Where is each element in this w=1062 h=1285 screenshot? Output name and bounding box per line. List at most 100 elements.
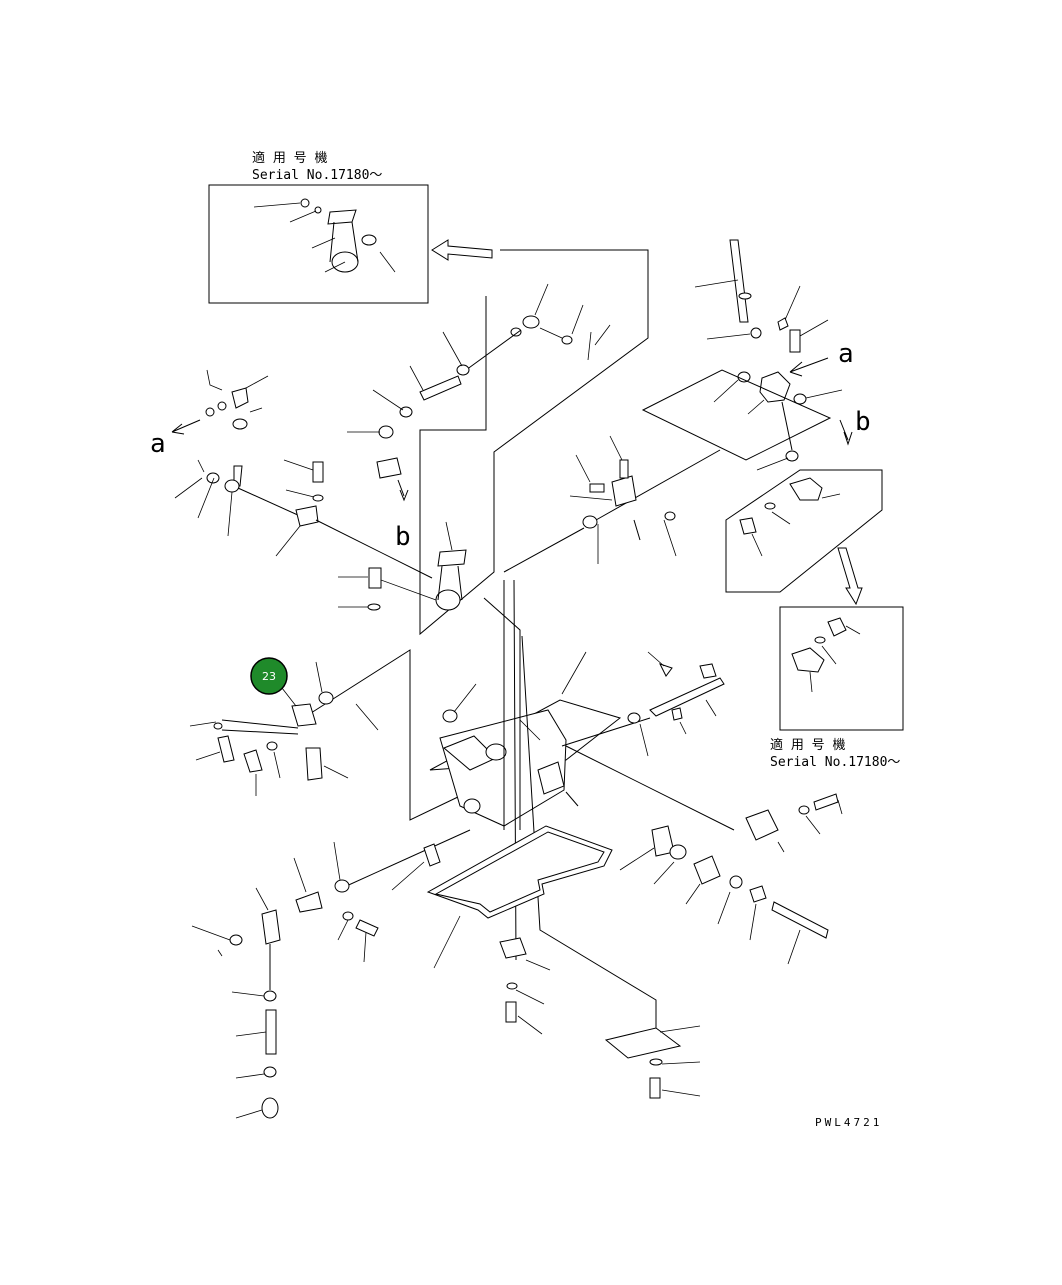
left-clevis xyxy=(295,505,319,527)
bracket-boss xyxy=(435,589,461,611)
inset-top-left-caption-serial: Serial No.17180～ xyxy=(252,168,382,183)
control-box-bearing-right xyxy=(537,761,565,795)
shift-lever-bushing xyxy=(750,327,762,339)
inset-top-left: 適 用 号 機 Serial No.17180～ xyxy=(208,150,429,304)
upper-right-leaders xyxy=(539,304,611,361)
callout-23-marker[interactable] xyxy=(250,657,288,695)
box-lever-knuckle xyxy=(699,663,717,679)
drawing-reference: PWL4721 xyxy=(815,1116,882,1129)
left-washer-1 xyxy=(205,407,215,417)
left-linkage: a xyxy=(150,369,433,579)
detail-b-down-arrow xyxy=(837,547,863,606)
control-box-bearing-left xyxy=(463,798,481,814)
left-mid-washer xyxy=(266,741,278,751)
lower-left-bushing xyxy=(334,879,350,893)
inset-leader-lines xyxy=(253,202,396,273)
box-lever-leaders xyxy=(647,651,717,735)
lower-center-hardware xyxy=(499,937,551,1035)
right-lower-joint xyxy=(749,885,767,903)
lever-bracket-left xyxy=(338,521,467,611)
center-upper-rod xyxy=(595,449,721,521)
gasket-outline xyxy=(426,825,613,919)
bracket-bolt-leaders xyxy=(338,576,368,608)
inset-nut-part xyxy=(300,198,310,208)
left-upper-leaders xyxy=(206,369,269,391)
rod-end-upper xyxy=(522,315,540,329)
shift-lower-bushing xyxy=(785,450,799,462)
vertical-cable-right xyxy=(483,597,521,830)
box-lever-long-rod xyxy=(565,745,735,831)
marker-b-left-arrow xyxy=(397,479,409,502)
left-lower-leaders xyxy=(174,407,263,537)
detail-b-bracket xyxy=(789,477,823,501)
marker-b-right-arrow xyxy=(839,419,853,446)
inset-right: 適 用 号 機 Serial No.17180～ xyxy=(770,606,904,770)
bottom-plate xyxy=(604,1027,682,1059)
left-mid-rod xyxy=(221,719,299,735)
left-washer-2 xyxy=(217,401,227,411)
rod-nut-lower xyxy=(399,406,413,418)
upper-nut-right xyxy=(561,335,573,345)
detail-frame-b-outline xyxy=(725,469,883,593)
shift-bushing-left xyxy=(737,371,751,383)
left-mid-leaders xyxy=(315,661,379,731)
lower-left-part-leaders xyxy=(293,857,367,963)
inset-plate-part xyxy=(327,209,357,225)
lower-vertical-nut-2 xyxy=(263,1066,277,1078)
left-mid-part-leaders xyxy=(189,721,349,796)
inset-pin-part xyxy=(361,234,377,246)
inset-right-bracket xyxy=(791,647,825,673)
rod-thread xyxy=(419,375,462,401)
bracket-bolt xyxy=(368,567,382,589)
rod-nut-mid xyxy=(456,364,470,376)
shift-lever-rod xyxy=(729,239,749,323)
inset-pointer-arrow xyxy=(431,239,493,261)
right-lower-bolt xyxy=(813,793,839,811)
clip-part-left xyxy=(376,457,402,479)
right-lower-leaders xyxy=(777,799,843,853)
center-spring xyxy=(633,519,641,541)
left-link-to-bracket xyxy=(315,519,433,579)
left-clevis-leader xyxy=(275,525,301,557)
inset-right-frame xyxy=(779,606,904,731)
left-rod-end xyxy=(224,479,240,493)
right-lower-spline xyxy=(669,844,687,860)
lower-vertical-stud xyxy=(265,1009,277,1055)
shift-spring xyxy=(777,317,789,331)
left-mid-clip xyxy=(213,722,223,730)
center-lever-pin xyxy=(619,459,629,479)
detail-b-bolt xyxy=(739,517,757,535)
shift-hub-leaders xyxy=(713,379,843,415)
bottom-plate-washer xyxy=(649,1058,663,1066)
rod-clevis xyxy=(378,425,394,439)
lower-washer xyxy=(506,982,518,990)
lower-left-fitting xyxy=(423,843,441,867)
inset-washer-part xyxy=(314,206,322,214)
box-lever-spring xyxy=(671,707,683,721)
inset-top-left-caption-jp: 適 用 号 機 xyxy=(252,150,327,166)
marker-a-left: a xyxy=(150,429,166,459)
detail-b-washer xyxy=(764,502,776,510)
control-box xyxy=(429,579,657,1030)
left-nut xyxy=(232,418,248,430)
rod-shaft-upper xyxy=(465,329,522,371)
inset-right-bolt xyxy=(827,617,847,637)
left-link-rod xyxy=(237,487,301,517)
inset-right-leaders xyxy=(809,625,861,693)
upper-routing-frame xyxy=(419,249,649,636)
lower-left-rod xyxy=(191,829,471,1119)
box-lever-shaft xyxy=(649,677,725,717)
control-box-right-leader xyxy=(639,723,649,757)
control-box-right-bushing xyxy=(627,712,641,724)
rod-nut-upper xyxy=(510,327,522,337)
lower-vertical-leaders xyxy=(231,991,267,1119)
inset-right-caption-jp: 適 用 号 機 xyxy=(770,737,845,753)
right-lower-part-leaders xyxy=(619,847,801,965)
lower-left-end-leaders xyxy=(191,887,269,957)
left-mid-lever xyxy=(291,703,317,727)
shift-bushing-right xyxy=(793,393,807,405)
shift-lever-leader xyxy=(694,279,739,288)
left-nut-lower xyxy=(206,472,220,484)
marker-b-left: b xyxy=(395,522,411,552)
